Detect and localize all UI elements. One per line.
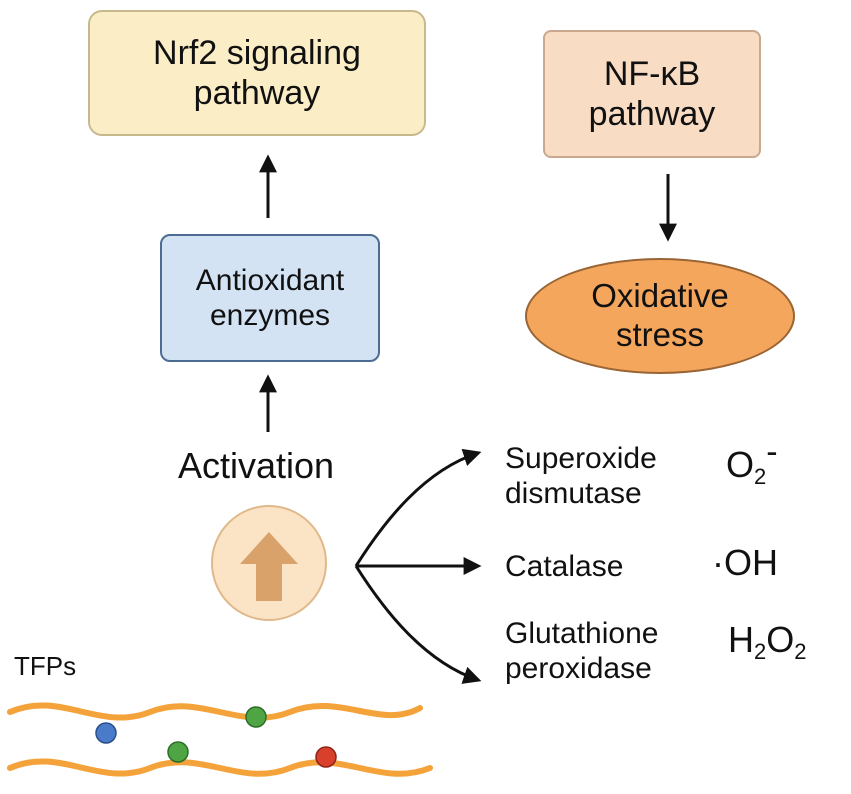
h2o2-h: H: [728, 619, 754, 660]
oxidative-stress-line2: stress: [615, 316, 704, 353]
tfp-strands: [7, 702, 433, 777]
up-arrow-icon: [240, 532, 298, 601]
superoxide-dismutase-label: Superoxide dismutase: [505, 442, 657, 511]
catalase-line1: Catalase: [505, 550, 624, 583]
activation-label: Activation: [178, 445, 335, 486]
oxidative-stress-line1: Oxidative: [591, 277, 729, 315]
tfp-bead-green: [167, 741, 189, 763]
tfps-label: TFPs: [14, 651, 77, 681]
superoxide-charge: -: [766, 433, 778, 471]
hydroxyl-radical-species: ·OH: [712, 542, 778, 583]
sod-line2: dismutase: [505, 476, 642, 510]
tfp-bead-blue: [95, 722, 117, 744]
nrf2-box-line2: pathway: [193, 74, 321, 112]
gpx-line2: peroxidase: [505, 651, 652, 685]
h2o2-sub1: 2: [754, 639, 767, 664]
tfp-bead-green: [245, 706, 267, 728]
tfp-bead-red: [315, 746, 337, 768]
arrow-to-superoxide-dismutase: [354, 448, 482, 567]
superoxide-subscript: 2: [754, 464, 767, 489]
h2o2-o: O: [766, 619, 795, 660]
nfkb-box-line1: NF-κB: [603, 54, 701, 93]
upregulation-icon: [211, 505, 327, 621]
hydrogen-peroxide-species: H2O2: [728, 619, 807, 663]
glutathione-peroxidase-label: Glutathione peroxidase: [505, 617, 658, 686]
sod-line1: Superoxide: [505, 442, 657, 475]
oxidative-stress-ellipse: Oxidative stress: [525, 258, 795, 374]
tfp-strand-lower: [7, 758, 433, 777]
tfp-strand-upper: [7, 702, 423, 721]
nrf2-box-line1: Nrf2 signaling: [153, 33, 361, 72]
nfkb-pathway-box: NF-κB pathway: [543, 30, 761, 158]
antioxidant-enzymes-box: Antioxidant enzymes: [160, 234, 380, 362]
catalase-label: Catalase: [505, 550, 623, 585]
arrow-to-glutathione-peroxidase: [354, 565, 482, 684]
superoxide-species: O2-: [726, 435, 778, 488]
antioxidant-box-line2: enzymes: [209, 299, 331, 332]
gpx-line1: Glutathione: [505, 617, 659, 650]
antioxidant-box-line1: Antioxidant: [195, 263, 345, 297]
superoxide-base: O: [726, 444, 755, 485]
nrf2-pathway-box: Nrf2 signaling pathway: [88, 10, 426, 136]
nfkb-box-line2: pathway: [588, 95, 716, 133]
h2o2-sub2: 2: [794, 639, 807, 664]
